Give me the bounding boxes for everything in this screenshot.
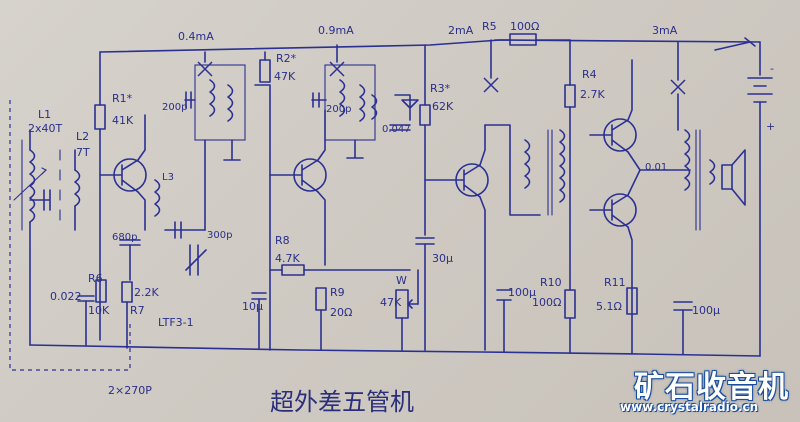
watermark-logo-text: 矿石收音机 — [634, 370, 789, 405]
label-c5: 300p — [207, 230, 232, 241]
label-cap-bottom: 2×270P — [108, 384, 152, 397]
label-r9-val: 20Ω — [330, 306, 352, 319]
label-c10: 0.047 — [382, 124, 411, 135]
watermark-url: www.crystalradio.cn — [620, 400, 759, 414]
transistor-q1 — [99, 114, 147, 231]
driver-transformer — [484, 124, 566, 216]
label-r7: R7 — [130, 304, 145, 317]
label-w: W — [396, 274, 407, 287]
label-c9: 100μ — [508, 286, 536, 299]
label-r3-val: 62K — [432, 100, 454, 113]
label-r1: R1* — [112, 92, 133, 105]
transistor-q3 — [424, 124, 489, 351]
label-i2: 0.9mA — [318, 24, 354, 37]
label-r4-val: 2.7K — [580, 88, 605, 101]
label-r11-val: 5.1Ω — [596, 300, 622, 313]
label-r7-val: 2.2K — [134, 286, 159, 299]
label-ltf: LTF3-1 — [158, 316, 194, 329]
label-r2-val: 47K — [274, 70, 296, 83]
if-transformer-2 — [311, 64, 376, 141]
label-r9: R9 — [330, 286, 345, 299]
label-c2: 680p — [112, 232, 137, 243]
label-r5: R5 — [482, 20, 497, 33]
label-l2: L2 — [76, 130, 89, 143]
label-r8-val: 4.7K — [275, 252, 300, 265]
label-r11: R11 — [604, 276, 626, 289]
label-l2-turns: 7T — [76, 146, 90, 159]
antenna-coil-l1 — [13, 129, 61, 346]
transistor-q5 — [589, 193, 637, 354]
label-w-val: 47K — [380, 296, 402, 309]
schematic-title: 超外差五管机 — [270, 388, 414, 416]
battery-icon — [747, 41, 773, 357]
transistor-q4 — [589, 59, 637, 153]
label-i4: 3mA — [652, 24, 678, 37]
label-c3: 200p — [162, 102, 187, 113]
label-l1-turns: 2x40T — [28, 122, 63, 135]
label-r6-val: 10K — [88, 304, 110, 317]
label-l1: L1 — [38, 108, 51, 121]
label-r2: R2* — [276, 52, 297, 65]
label-l3: L3 — [162, 172, 174, 183]
label-c6: 10μ — [242, 300, 263, 313]
label-r8: R8 — [275, 234, 290, 247]
label-r10-val: 100Ω — [532, 296, 561, 309]
label-c1: 0.022 — [50, 290, 82, 303]
label-r1-val: 41K — [112, 114, 134, 127]
label-i1: 0.4mA — [178, 30, 214, 43]
speaker-icon — [721, 149, 746, 206]
label-c4: 200p — [326, 104, 351, 115]
label-r3: R3* — [430, 82, 451, 95]
if-transformer-1 — [184, 64, 246, 141]
label-r4: R4 — [582, 68, 597, 81]
label-plus: + — [766, 120, 775, 133]
label-c7: 30μ — [432, 252, 453, 265]
label-minus: - — [770, 62, 774, 75]
label-i3: 2mA — [448, 24, 474, 37]
label-r5-val: 100Ω — [510, 20, 539, 33]
label-r10: R10 — [540, 276, 562, 289]
label-r6: R6 — [88, 272, 103, 285]
label-c11: 0.01 — [645, 162, 667, 173]
label-c12: 100μ — [692, 304, 720, 317]
